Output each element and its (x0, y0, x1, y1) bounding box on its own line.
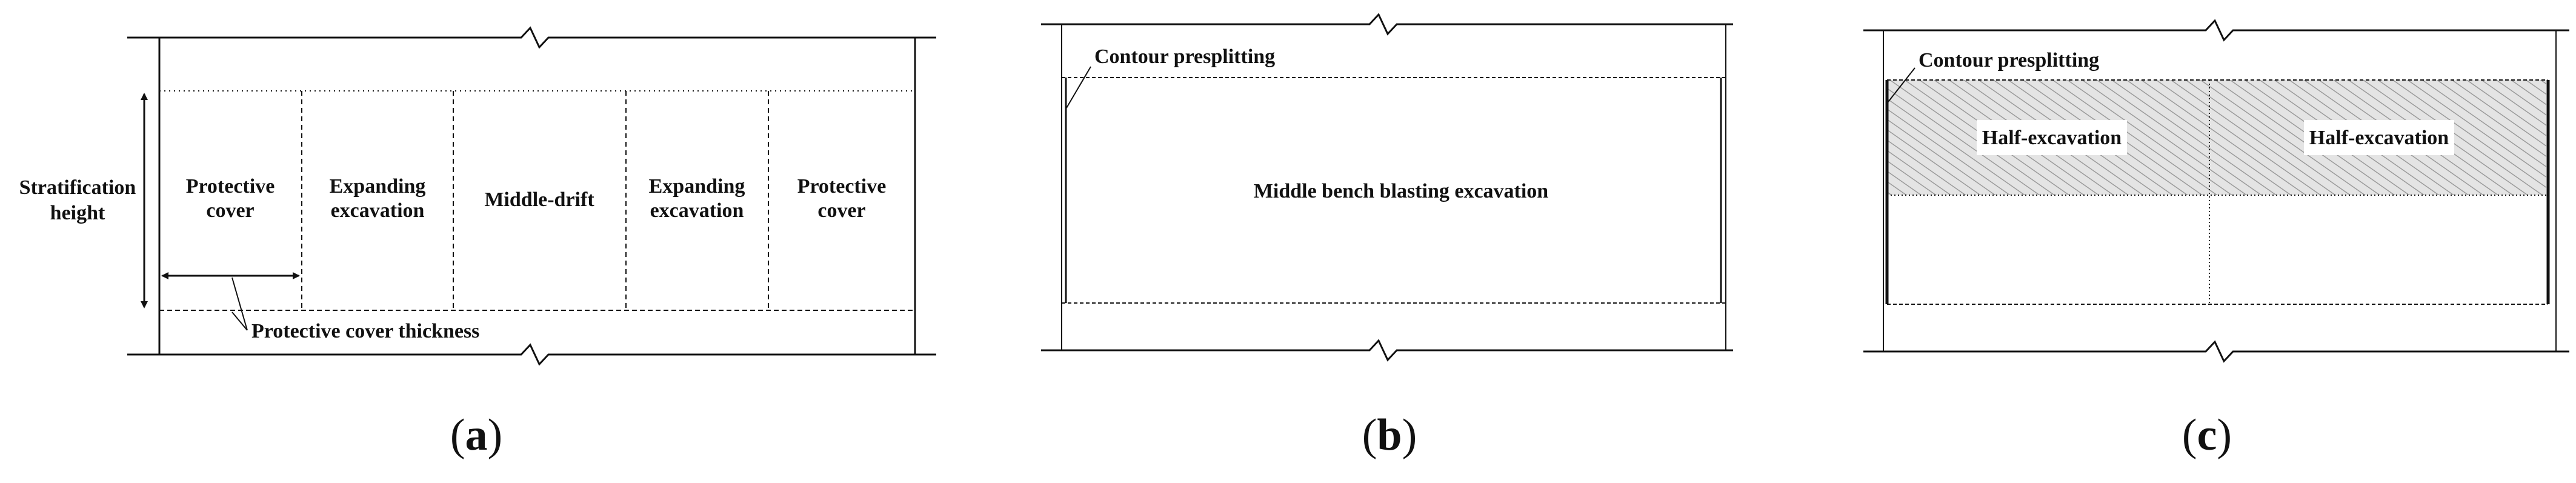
half-excavation-left-label: Half-excavation (1982, 127, 2122, 149)
bottom-boundary (127, 343, 936, 366)
caption-c-letter: c (2197, 410, 2217, 460)
top-boundary (1863, 19, 2569, 42)
contour-presplitting-label-c: Contour presplitting (1919, 49, 2099, 72)
caption-a-letter: a (465, 410, 488, 460)
panel-b-labels: Contour presplitting Middle bench blasti… (1094, 45, 1548, 460)
contour-presplitting-label: Contour presplitting (1094, 45, 1275, 68)
half-excavation-left-box (1977, 120, 2127, 155)
half-excavation-right-box (2304, 120, 2454, 155)
top-boundary (127, 26, 936, 49)
protective-cover-thickness-label: Protective cover thickness (251, 320, 479, 342)
expanding-left-line1: Expanding (330, 175, 426, 198)
middle-bench-label: Middle bench blasting excavation (1254, 180, 1549, 202)
expanding-left-line2: excavation (331, 199, 425, 222)
half-excavation-right-label: Half-excavation (2309, 127, 2449, 149)
presplit-leader (1888, 67, 1915, 102)
stratification-label-line2: height (50, 202, 105, 224)
protective-cover-right-line1: Protective (797, 175, 887, 198)
middle-drift-label: Middle-drift (484, 188, 594, 211)
bottom-boundary (1863, 340, 2569, 363)
stratification-label-line1: Stratification (19, 176, 136, 199)
panel-c (1863, 19, 2569, 363)
caption-a: (a) (450, 410, 502, 460)
caption-c: (c) (2182, 410, 2232, 460)
panel-b (1041, 13, 1733, 362)
presplit-leader (1066, 66, 1091, 108)
panel-a-labels: Stratification height Protective cover E… (19, 175, 887, 460)
bottom-boundary (1041, 339, 1733, 362)
cover-thickness-leader-1 (231, 277, 248, 331)
panel-a (127, 26, 936, 366)
protective-cover-left-line1: Protective (186, 175, 275, 198)
caption-b: (b) (1362, 410, 1417, 460)
expanding-right-line1: Expanding (649, 175, 745, 198)
caption-b-letter: b (1377, 410, 1402, 460)
cover-thickness-leader-2 (231, 311, 248, 331)
protective-cover-right-line2: cover (817, 199, 865, 222)
top-boundary (1041, 13, 1733, 36)
protective-cover-left-line2: cover (206, 199, 254, 222)
panel-c-labels: Contour presplitting Half-excavation Hal… (1919, 49, 2449, 460)
expanding-right-line2: excavation (650, 199, 744, 222)
